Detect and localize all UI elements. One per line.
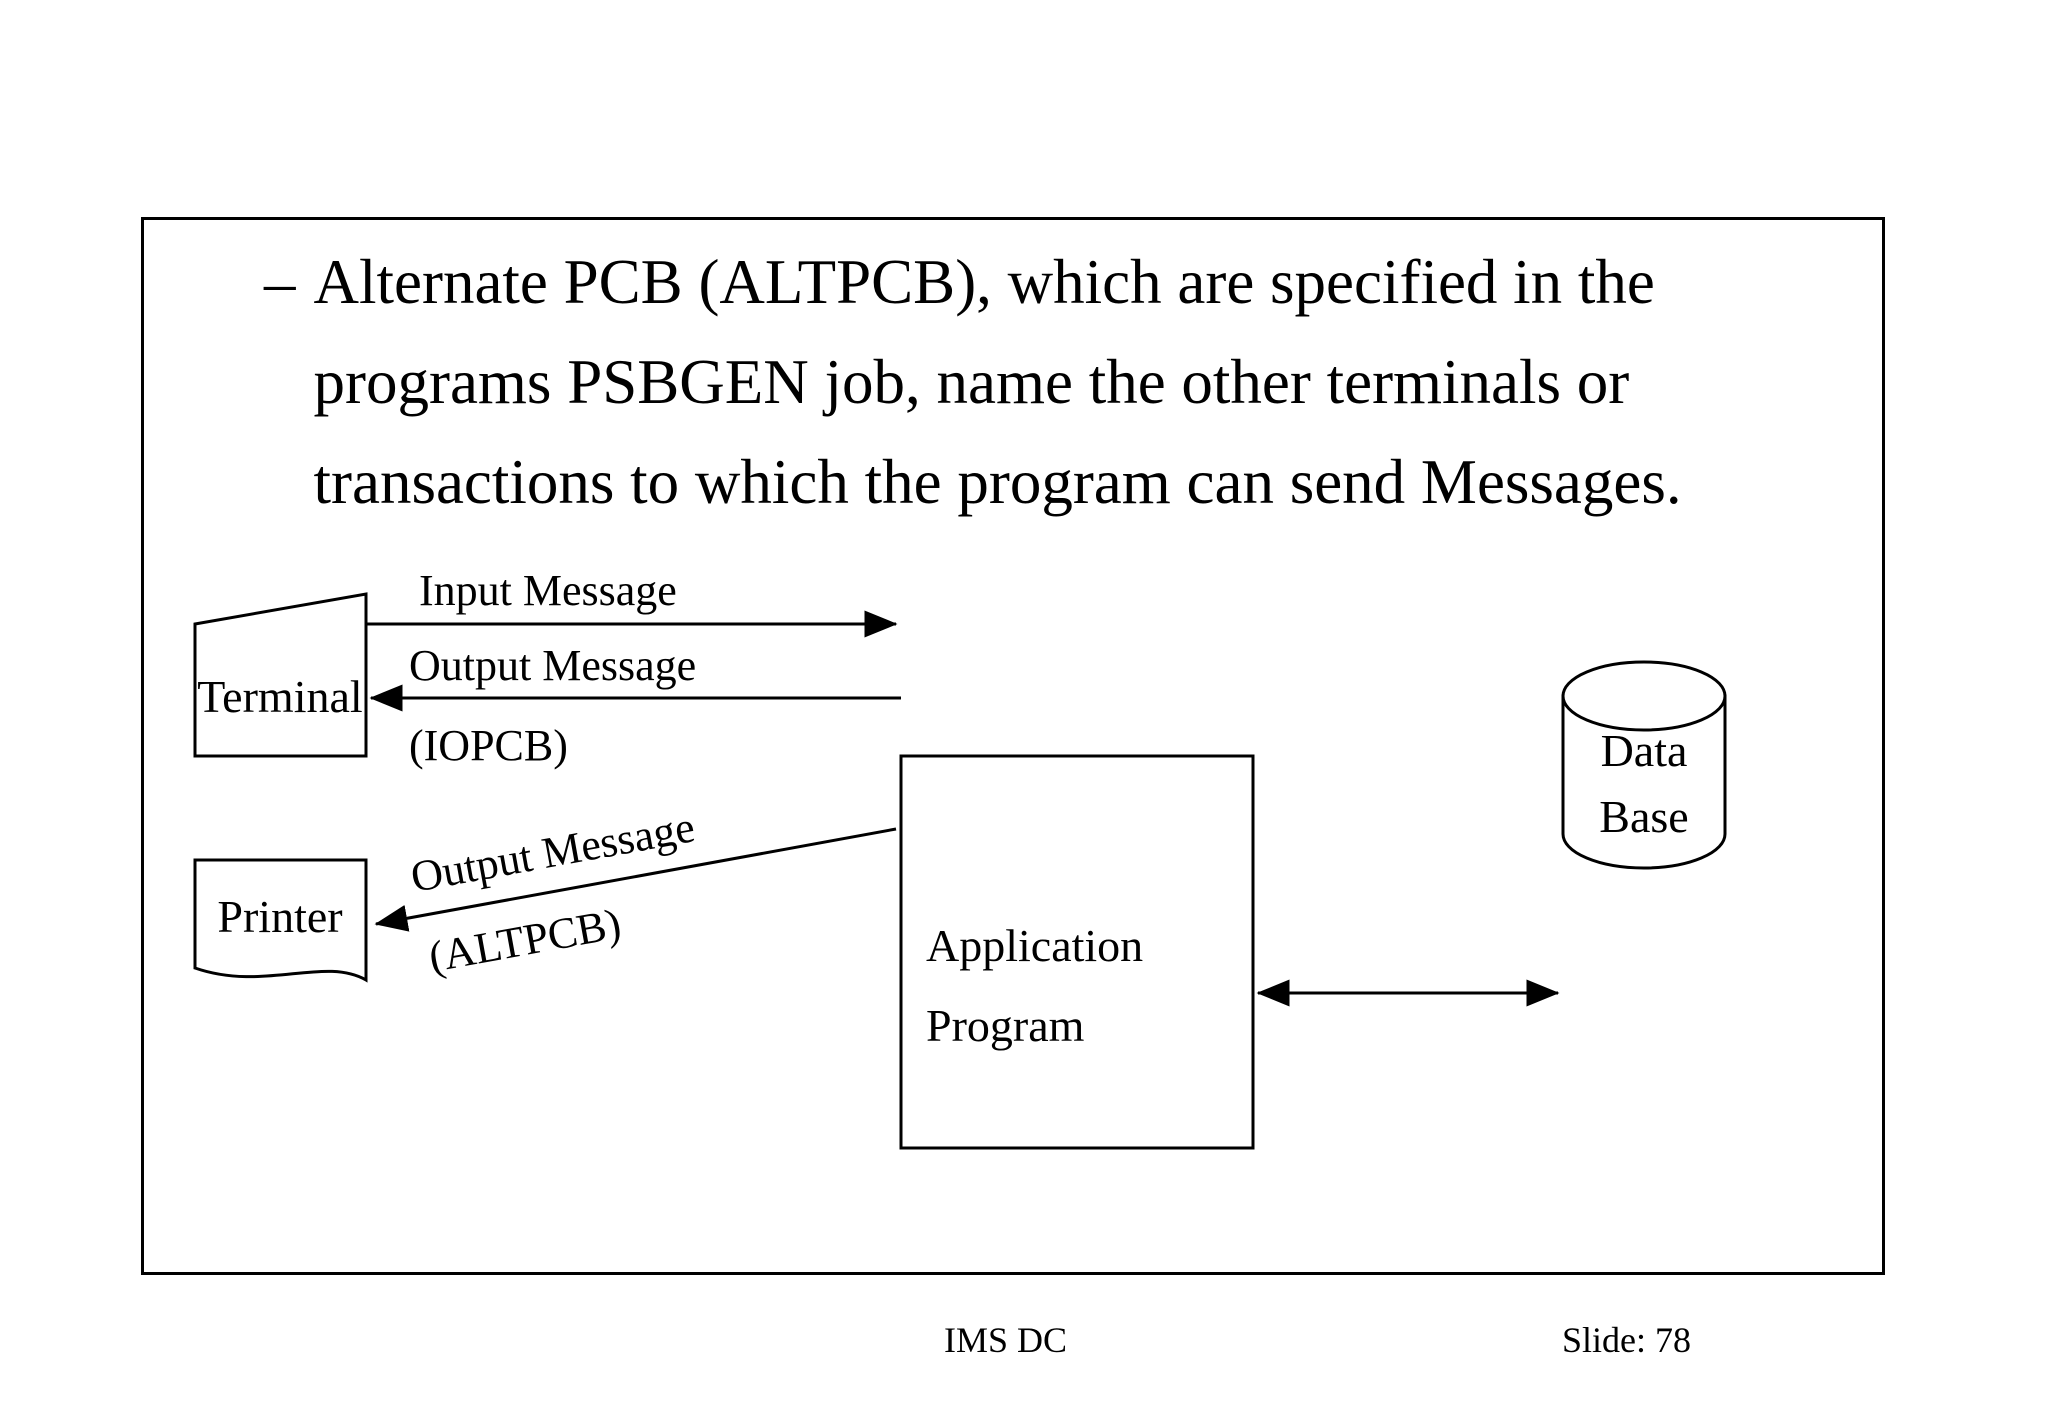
database-cylinder-top xyxy=(1561,660,1727,732)
database-cylinder-body xyxy=(1561,694,1727,870)
bullet-paragraph: Alternate PCB (ALTPCB), which are specif… xyxy=(313,247,1682,517)
output-message-altpcb-sublabel: (ALTPCB) xyxy=(425,899,625,982)
output-message-altpcb-arrow xyxy=(374,827,897,932)
node-printer[interactable]: Printer xyxy=(193,858,368,983)
bullet-block: – Alternate PCB (ALTPCB), which are spec… xyxy=(264,232,1824,532)
printer-label: Printer xyxy=(217,891,342,942)
node-application-program[interactable]: Application Program xyxy=(899,754,1255,1150)
database-label-line1: Data xyxy=(1601,725,1688,776)
slide-frame: – Alternate PCB (ALTPCB), which are spec… xyxy=(141,217,1885,1275)
application-program-label-line2: Program xyxy=(926,1000,1085,1051)
bullet-row: – Alternate PCB (ALTPCB), which are spec… xyxy=(264,232,1824,532)
node-terminal[interactable]: Terminal xyxy=(193,592,368,758)
application-program-label-line1: Application xyxy=(926,920,1143,971)
edge-output-message-altpcb: Output Message (ALTPCB) xyxy=(374,802,897,982)
output-message-altpcb-label: Output Message xyxy=(407,802,698,902)
bullet-dash-marker: – xyxy=(264,247,296,317)
terminal-label: Terminal xyxy=(197,671,362,722)
output-message-iopcb-label: Output Message xyxy=(409,641,696,690)
footer-left-text: IMS DC xyxy=(944,1320,1068,1360)
terminal-shape xyxy=(193,592,368,758)
edge-input-message: Input Message xyxy=(366,566,898,638)
printer-shape xyxy=(193,858,368,983)
output-message-iopcb-sublabel: (IOPCB) xyxy=(409,721,568,770)
input-message-label: Input Message xyxy=(419,566,677,615)
node-database[interactable]: Data Base xyxy=(1561,660,1727,870)
application-program-shape xyxy=(899,754,1255,1150)
ims-dc-flow-diagram: Terminal Printer Application Program Dat… xyxy=(193,566,1727,1150)
database-label-line2: Base xyxy=(1599,791,1688,842)
footer-right-text: Slide: 78 xyxy=(1562,1320,1692,1360)
edge-output-message-iopcb: Output Message (IOPCB) xyxy=(369,641,901,770)
